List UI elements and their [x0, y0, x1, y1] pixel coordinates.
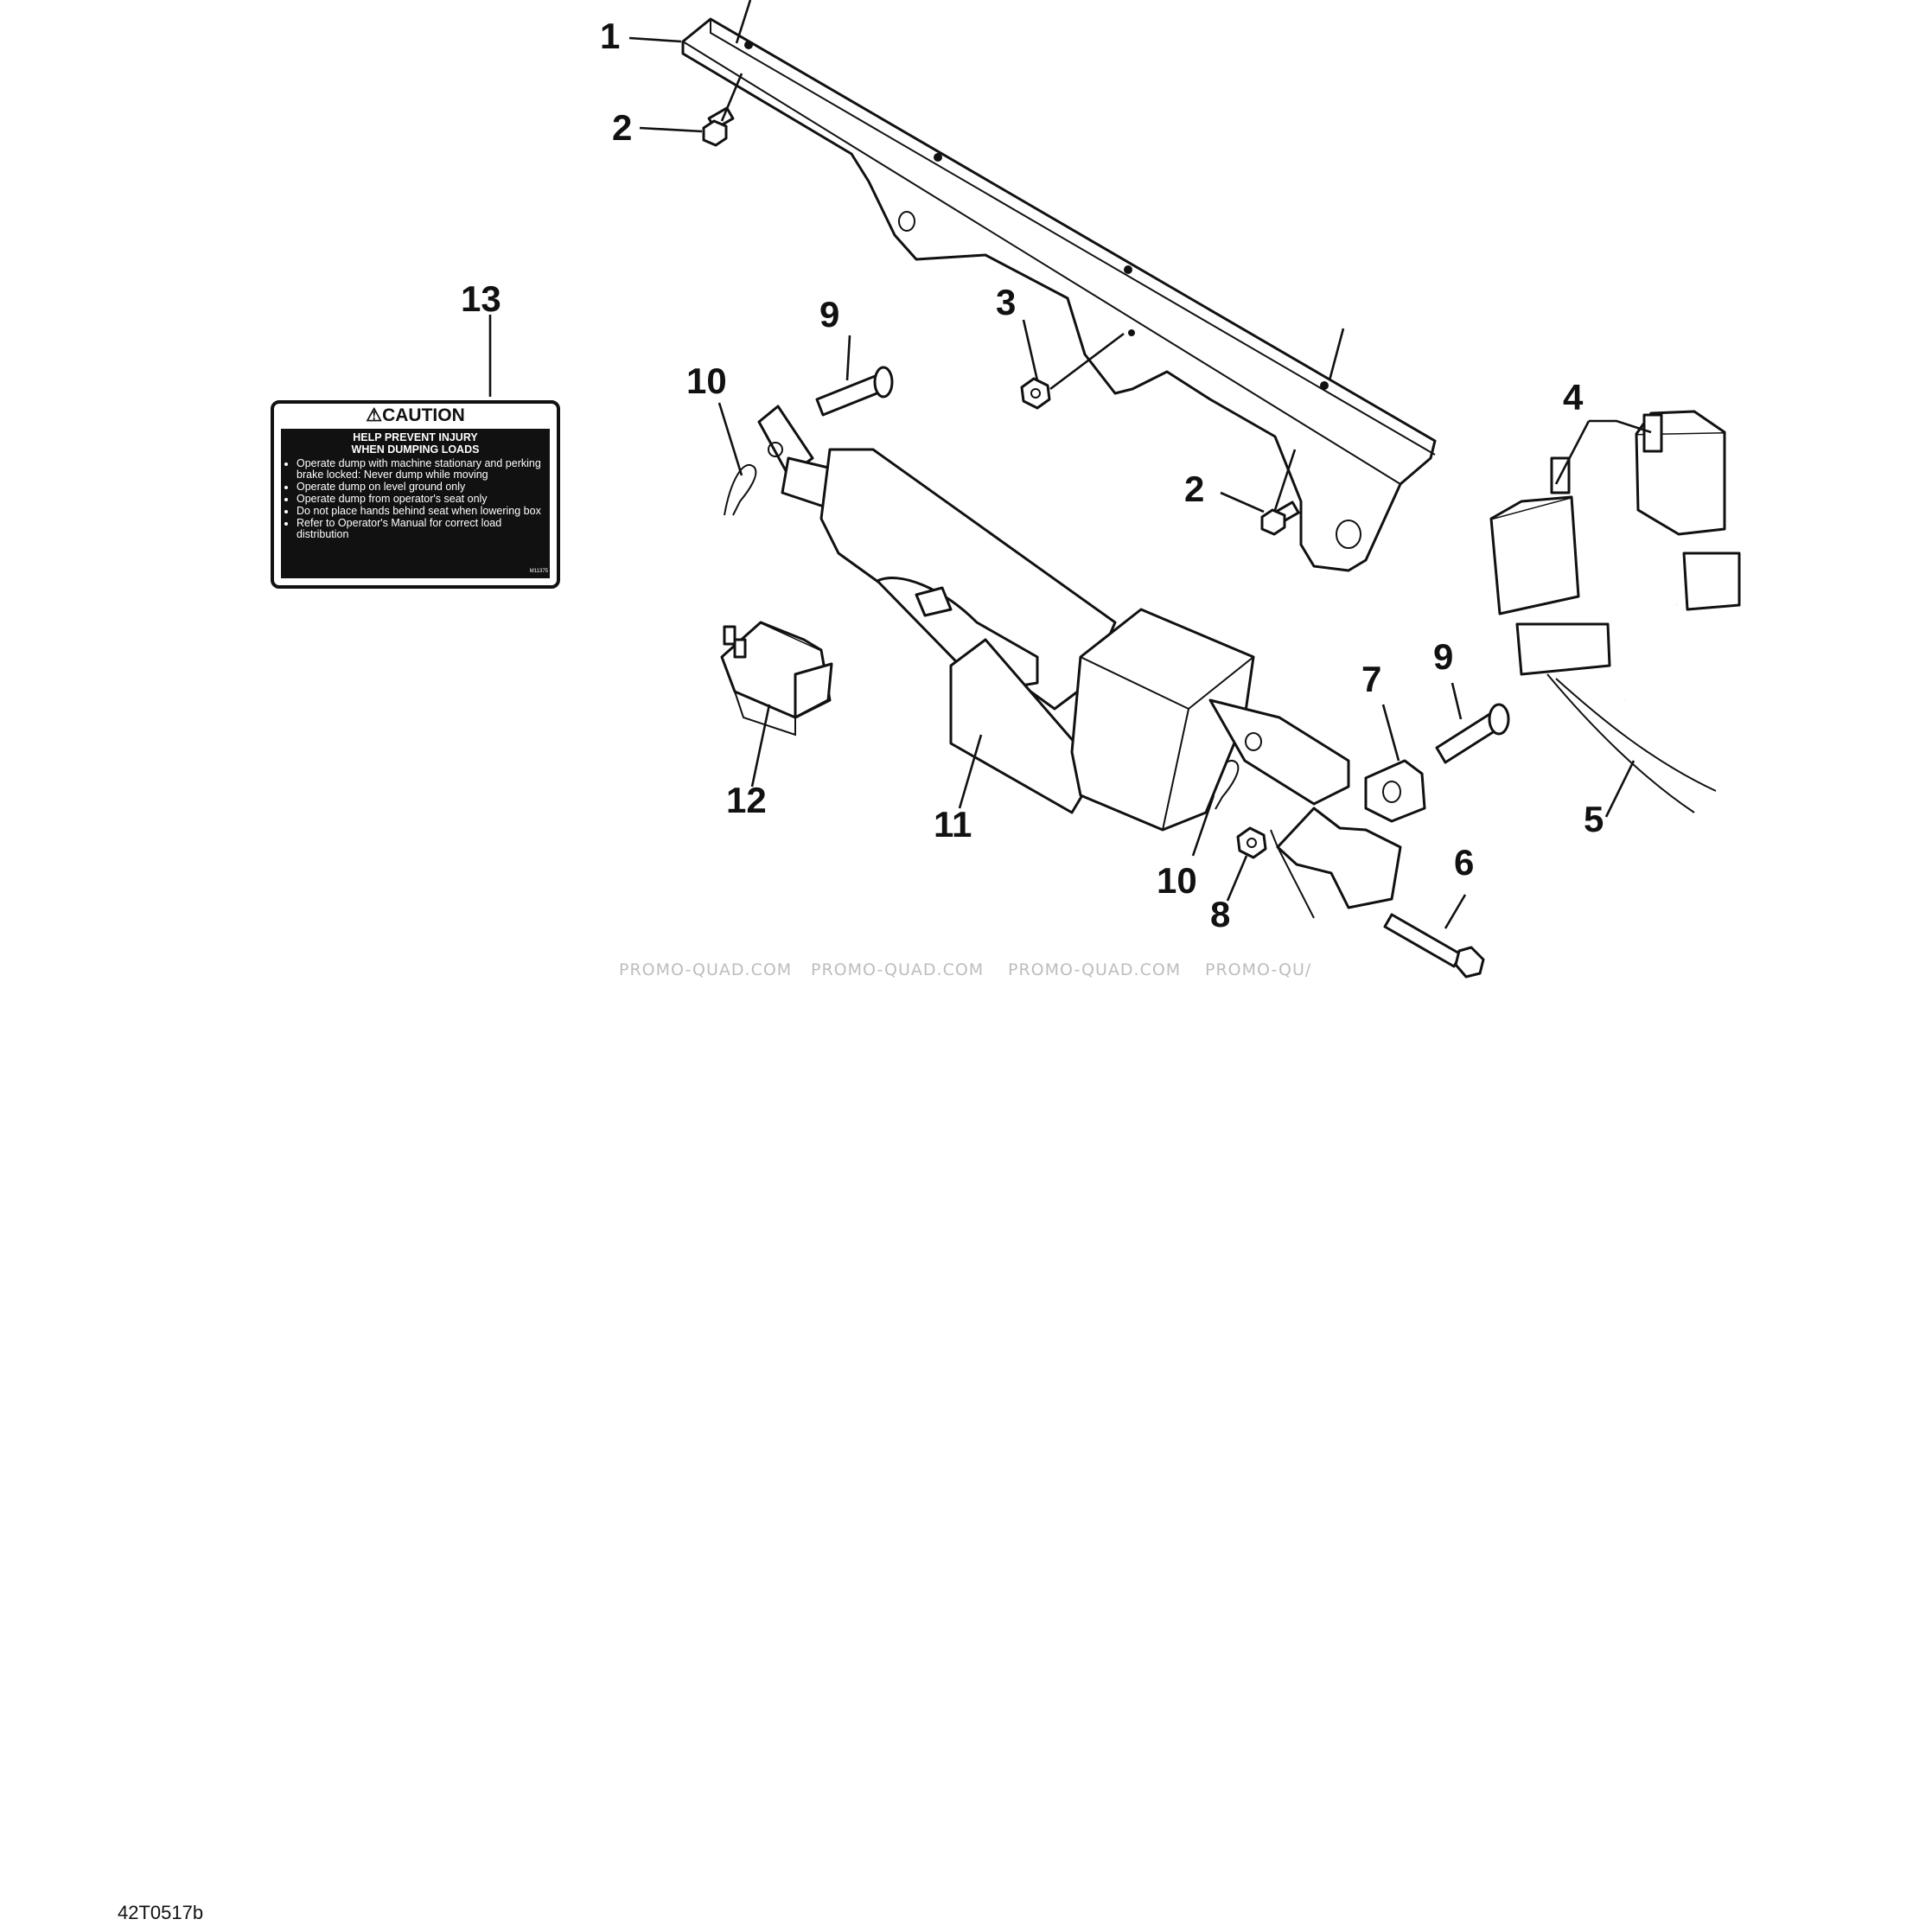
- figure-id: 42T0517b: [118, 1902, 204, 1923]
- callout-3: 3: [996, 282, 1016, 322]
- caution-heading: ⚠CAUTION: [366, 405, 465, 425]
- callout-11: 11: [934, 804, 972, 845]
- callout-1: 1: [600, 16, 620, 56]
- caution-title-line-1: HELP PREVENT INJURY: [353, 431, 478, 443]
- callout-2-upper: 2: [612, 107, 632, 148]
- callout-13: 13: [461, 278, 501, 319]
- caution-item: Refer to Operator's Manual for correct l…: [296, 517, 545, 542]
- caution-list: Operate dump with machine stationary and…: [286, 457, 545, 542]
- callout-8: 8: [1210, 894, 1230, 934]
- watermark-2: PROMO-QUAD.COM: [811, 960, 984, 979]
- part-10-clip-upper: [724, 464, 757, 516]
- caution-item: Operate dump with machine stationary and…: [296, 457, 545, 482]
- caution-item: Do not place hands behind seat when lowe…: [296, 505, 545, 518]
- part-12-switch: [720, 621, 833, 736]
- callout-2-lower: 2: [1184, 469, 1204, 509]
- part-1-bracket: [681, 17, 1437, 572]
- part-6-bolt: [1383, 913, 1485, 979]
- callout-4: 4: [1563, 377, 1584, 418]
- part-7-clevis-bracket: [1270, 759, 1426, 919]
- watermark-3: PROMO-QUAD.COM: [1008, 960, 1181, 979]
- callout-9-lower: 9: [1433, 636, 1453, 677]
- part-2-bolt-upper: [702, 106, 735, 147]
- callout-6: 6: [1454, 842, 1474, 883]
- part-4-relays: [1489, 410, 1726, 615]
- caution-title: HELP PREVENT INJURY WHEN DUMPING LOADS: [286, 431, 545, 456]
- part-3-nut: [1020, 377, 1051, 410]
- part-2-bolt-lower: [1260, 501, 1300, 536]
- caution-item: Operate dump on level ground only: [296, 481, 545, 494]
- caution-code: M11375: [529, 569, 548, 575]
- callout-10-upper: 10: [686, 360, 727, 401]
- part-9-pin-upper: [815, 366, 894, 417]
- caution-title-line-2: WHEN DUMPING LOADS: [351, 443, 480, 456]
- caution-body: HELP PREVENT INJURY WHEN DUMPING LOADS O…: [281, 429, 550, 578]
- part-5-harness: [1515, 552, 1820, 888]
- leader-lines: [488, 0, 1652, 929]
- caution-item: Operate dump from operator's seat only: [296, 493, 545, 506]
- caution-decal: ⚠CAUTION HELP PREVENT INJURY WHEN DUMPIN…: [271, 400, 560, 589]
- part-8-nut: [1236, 826, 1267, 859]
- callout-5: 5: [1584, 799, 1604, 839]
- callout-12: 12: [726, 780, 767, 820]
- callout-7: 7: [1361, 659, 1381, 699]
- watermark-4: PROMO-QU/: [1205, 960, 1311, 979]
- part-11-actuator: [757, 405, 1350, 832]
- callout-9-upper: 9: [819, 294, 839, 335]
- part-9-pin-lower: [1435, 703, 1510, 764]
- watermark-1: PROMO-QUAD.COM: [619, 960, 792, 979]
- callout-10-lower: 10: [1157, 860, 1197, 901]
